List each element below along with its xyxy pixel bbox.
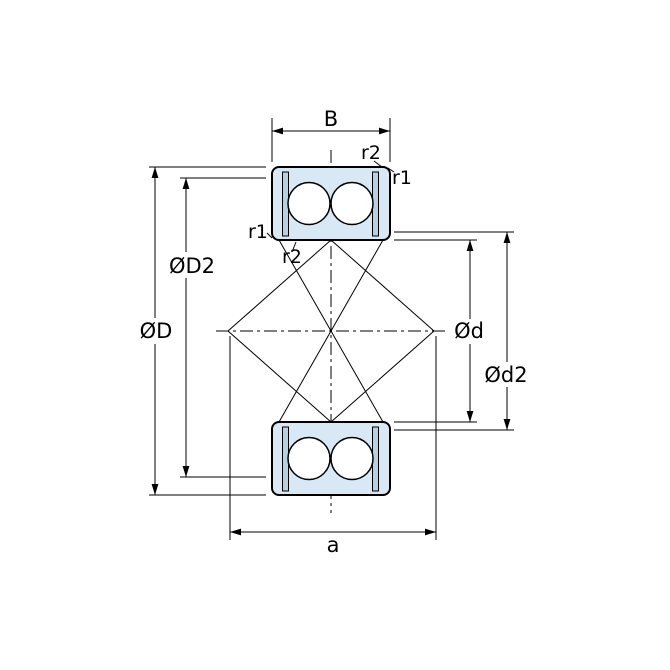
dimension-B: B (271, 107, 391, 162)
dim-D-label: ØD (140, 319, 173, 343)
dimension-d2: Ød2 (394, 231, 532, 431)
dim-d-arrow-top (466, 240, 474, 251)
dim-D2-label-bg (165, 252, 219, 278)
contact-line-upper-left (227, 239, 332, 332)
contact-angle-lines (227, 239, 435, 423)
r2-top-leader (373, 160, 383, 168)
top-bearing-section (271, 166, 391, 241)
dim-B-arrow-left (272, 127, 283, 135)
dim-a-arrow-left (230, 528, 241, 536)
bottom-bearing-section (271, 421, 391, 496)
dim-d2-label-bg (480, 362, 532, 387)
corner-radius-labels: r2 r1 r1 r2 (248, 142, 412, 268)
dimension-D2: ØD2 (165, 177, 266, 478)
r2-left-label: r2 (282, 246, 302, 268)
r1-top-leader (387, 167, 395, 173)
contact-line-upper-right (330, 239, 435, 332)
dim-B-label: B (324, 107, 338, 131)
dim-d-label-bg (450, 319, 488, 344)
contact-line-lower-left (227, 330, 332, 423)
dim-a-label: a (327, 533, 340, 557)
bottom-bearing-ball-left (287, 436, 331, 481)
dim-D2-label: ØD2 (169, 254, 215, 278)
r2-top-label: r2 (361, 142, 381, 164)
dim-d2-arrow-top (503, 232, 511, 243)
dim-D-arrow-bottom (151, 484, 159, 495)
dim-d-arrow-bottom (466, 411, 474, 422)
bottom-bearing-ball-right (330, 436, 374, 481)
dim-d2-arrow-bottom (503, 419, 511, 430)
dimension-d: Ød (394, 239, 488, 423)
dim-d2-label: Ød2 (484, 363, 527, 387)
contact-cross-line-2 (278, 239, 384, 423)
dim-D-arrow-top (151, 167, 159, 178)
dim-D-label-bg (135, 318, 177, 344)
r1-left-label: r1 (248, 221, 268, 243)
dimension-D: ØD (135, 166, 266, 496)
r1-top-label: r1 (392, 167, 412, 189)
dimension-a: a (229, 336, 437, 557)
r2-left-leader (291, 241, 297, 253)
dim-B-arrow-right (379, 127, 390, 135)
contact-line-lower-right (330, 330, 435, 423)
dim-D2-arrow-top (182, 178, 190, 189)
top-bearing-ball-right (330, 181, 374, 226)
dim-a-arrow-right (425, 528, 436, 536)
r1-left-leader (266, 232, 273, 239)
dim-d-label: Ød (454, 319, 484, 343)
top-bearing-ball-left (287, 181, 331, 226)
dim-D2-arrow-bottom (182, 466, 190, 477)
